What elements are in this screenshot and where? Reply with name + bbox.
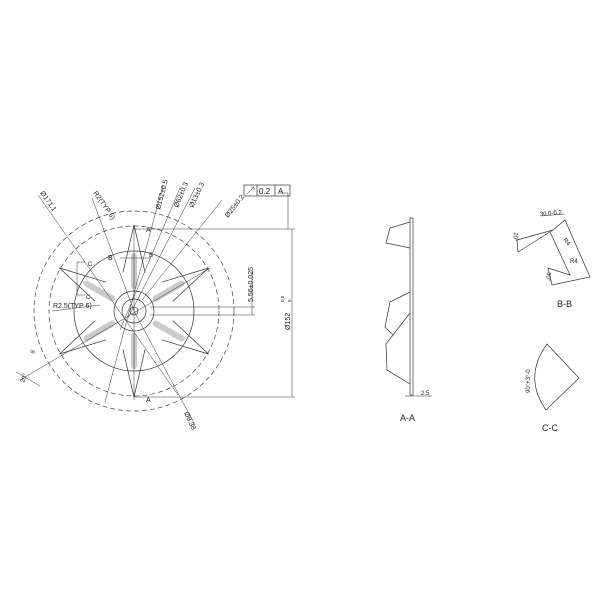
outer-dashed-circle bbox=[33, 210, 235, 412]
tolerance-datum: A bbox=[278, 187, 284, 196]
section-bb-view: 30.0-0.2 10° R4 R4 30° B-B bbox=[511, 210, 591, 309]
section-c-marker-2: C bbox=[86, 295, 91, 301]
section-bb-title: B-B bbox=[557, 299, 572, 309]
dim-r25: R2.5(TYP 6) bbox=[53, 303, 92, 310]
section-b-marker-1: B bbox=[108, 255, 113, 262]
section-aa-view: 2.5 A-A bbox=[384, 217, 432, 423]
section-c-marker-1: C bbox=[88, 262, 93, 268]
section-aa-title: A-A bbox=[400, 413, 415, 423]
section-a-marker-top: A bbox=[146, 227, 151, 234]
dim-d152-upper: 0.5 bbox=[280, 295, 285, 302]
dim-8: 8 bbox=[30, 349, 37, 355]
dim-d25: Ø25±0.2 bbox=[224, 194, 246, 220]
dim-d152-lower: 0 bbox=[287, 299, 292, 302]
leader-lines bbox=[15, 184, 295, 426]
section-bb-angle-30: 30° bbox=[544, 272, 551, 282]
blade-slot bbox=[152, 320, 185, 342]
section-aa-plate bbox=[409, 217, 414, 396]
section-bb-profile bbox=[516, 219, 591, 286]
section-aa-blade-bottom bbox=[384, 291, 411, 385]
section-b-marker-2: B bbox=[149, 253, 153, 259]
section-cc-angle: 90°+3°-0 bbox=[526, 369, 532, 393]
section-cc-title: C-C bbox=[542, 423, 558, 433]
blade-slot bbox=[83, 320, 116, 342]
dim-d171: Ø171.1 bbox=[38, 190, 57, 213]
inner-dashed-circle bbox=[48, 225, 220, 397]
blade-slot bbox=[83, 280, 116, 302]
dim-d152-tol: Ø152±0.5 bbox=[155, 179, 170, 211]
section-aa-blade-top bbox=[385, 221, 411, 249]
tolerance-frame bbox=[243, 184, 291, 197]
section-bb-r4-2: R4 bbox=[570, 259, 578, 265]
dim-d152: Ø152 bbox=[285, 313, 292, 330]
dim-d838: Ø8.38 bbox=[182, 411, 196, 431]
dim-d62: Ø62±0.3 bbox=[173, 181, 190, 209]
circular-runout-icon bbox=[246, 186, 255, 195]
blade-slot bbox=[152, 280, 185, 302]
section-bb-angle-10: 10° bbox=[511, 232, 518, 242]
main-view: 0.2 A Ø171.1 R2(TYP 6) Ø152±0.5 Ø62±0.3 … bbox=[15, 179, 295, 431]
section-cc-view: 90°+3°-0 C-C bbox=[526, 343, 580, 433]
tolerance-value: 0.2 bbox=[259, 187, 271, 196]
section-bb-width: 30.0-0.2 bbox=[540, 210, 563, 218]
section-cc-profile bbox=[534, 343, 580, 411]
section-bb-r4-1: R4 bbox=[561, 237, 571, 247]
section-aa-thickness: 2.5 bbox=[421, 391, 430, 397]
section-a-marker-bottom: A bbox=[146, 397, 151, 404]
dim-angle-20: 20° bbox=[20, 373, 29, 384]
dim-5-56: 5.56±0.025 bbox=[248, 267, 255, 302]
